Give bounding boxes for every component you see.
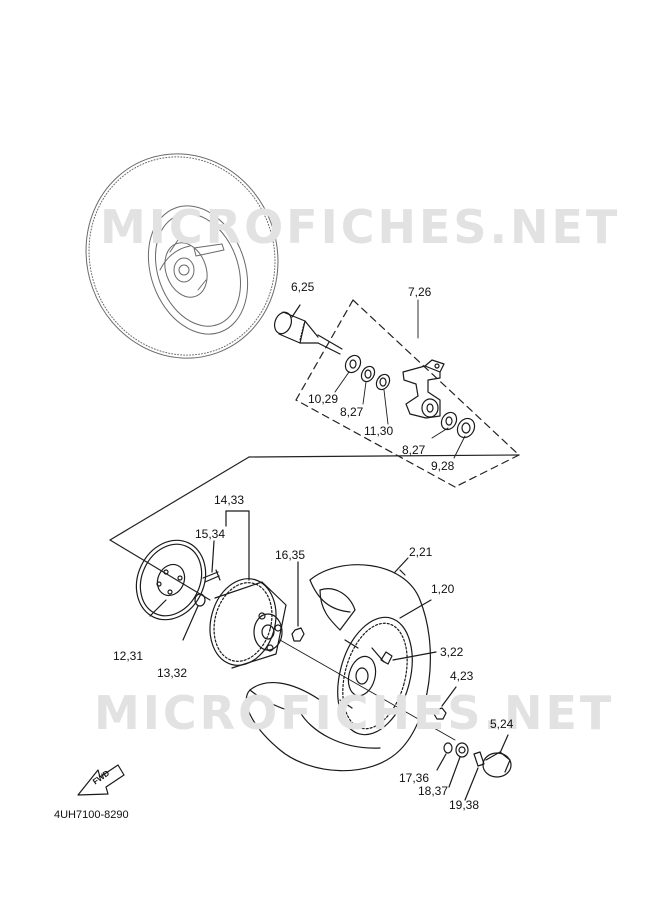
callout-2-21: 2,21 bbox=[409, 545, 433, 559]
lug-nut-part bbox=[433, 686, 457, 720]
callout-4-23: 4,23 bbox=[450, 669, 474, 683]
hub-cap-part bbox=[482, 734, 512, 778]
upper-bearing-stack bbox=[344, 354, 391, 391]
axle-line bbox=[279, 639, 456, 741]
upper-wheel-assembly bbox=[85, 153, 279, 359]
callout-9-28: 9,28 bbox=[431, 459, 455, 473]
callout-17-36: 17,36 bbox=[399, 771, 430, 785]
callout-16-35: 16,35 bbox=[275, 548, 306, 562]
axle-nut-stack bbox=[436, 742, 485, 801]
watermark-top: MICROFICHES.NET bbox=[100, 200, 621, 254]
brake-drum-hub bbox=[209, 510, 287, 669]
callout-6-25: 6,25 bbox=[291, 280, 315, 294]
callout-11-30: 11,30 bbox=[364, 424, 394, 438]
lower-tire bbox=[245, 557, 431, 772]
callout-10-29: 10,29 bbox=[308, 392, 339, 406]
brake-cover-plate bbox=[135, 539, 207, 621]
callout-5-24: 5,24 bbox=[490, 717, 514, 731]
valve-part bbox=[380, 651, 437, 665]
drawing-code: 4UH7100-8290 bbox=[54, 809, 129, 821]
wheel-hub-group-outline bbox=[109, 454, 520, 601]
spindle-part bbox=[273, 304, 343, 355]
wheel-rim bbox=[337, 599, 432, 736]
callout-19-38: 19,38 bbox=[449, 798, 480, 812]
callout-3-22: 3,22 bbox=[440, 645, 464, 659]
callout-1-20: 1,20 bbox=[431, 582, 455, 596]
steering-knuckle-group-outline bbox=[295, 299, 520, 488]
fwd-arrow-icon bbox=[77, 764, 125, 796]
callout-8-27-lower: 8,27 bbox=[402, 443, 426, 457]
callout-18-37: 18,37 bbox=[418, 784, 449, 798]
upper-leader-lines bbox=[334, 299, 466, 459]
callout-13-32: 13,32 bbox=[157, 666, 188, 680]
hub-nut-part bbox=[291, 561, 305, 642]
callout-7-26: 7,26 bbox=[408, 285, 432, 299]
watermark-bottom: MICROFICHES.NET bbox=[94, 686, 615, 740]
knuckle-bearing-stack bbox=[440, 411, 476, 439]
callout-14-33: 14,33 bbox=[214, 493, 245, 507]
callout-15-34: 15,34 bbox=[195, 527, 226, 541]
screw-part bbox=[202, 540, 221, 583]
callout-8-27-upper: 8,27 bbox=[340, 405, 364, 419]
o-ring-part bbox=[182, 593, 206, 641]
steering-knuckle-part bbox=[402, 359, 445, 419]
callout-12-31: 12,31 bbox=[113, 649, 144, 663]
